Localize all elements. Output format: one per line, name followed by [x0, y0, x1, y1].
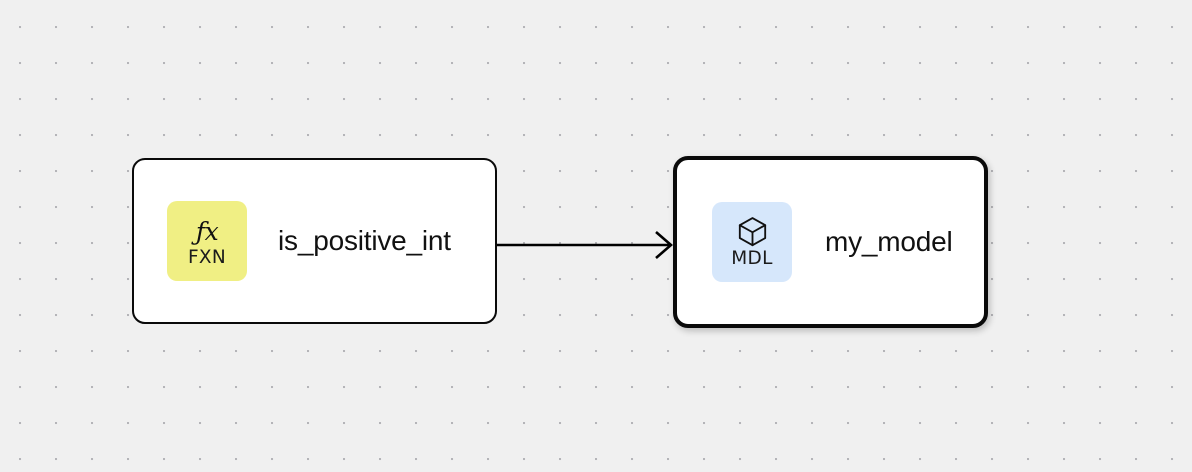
node-model[interactable]: MDL my_model: [673, 156, 988, 328]
badge-kind-label: FXN: [187, 247, 227, 269]
badge-kind-label: MDL: [731, 248, 773, 270]
node-label-fxn: is_positive_int: [278, 225, 451, 256]
function-fx-icon: ƒx: [195, 216, 219, 246]
node-badge-fxn: ƒx FXN: [167, 201, 247, 281]
cube-box-icon: [737, 215, 768, 249]
edge-fxn-to-model[interactable]: [497, 231, 673, 259]
node-badge-model: MDL: [712, 202, 792, 282]
node-fxn[interactable]: ƒx FXN is_positive_int: [132, 158, 497, 324]
node-label-model: my_model: [825, 226, 953, 257]
edge-arrowhead-icon: [655, 231, 673, 259]
